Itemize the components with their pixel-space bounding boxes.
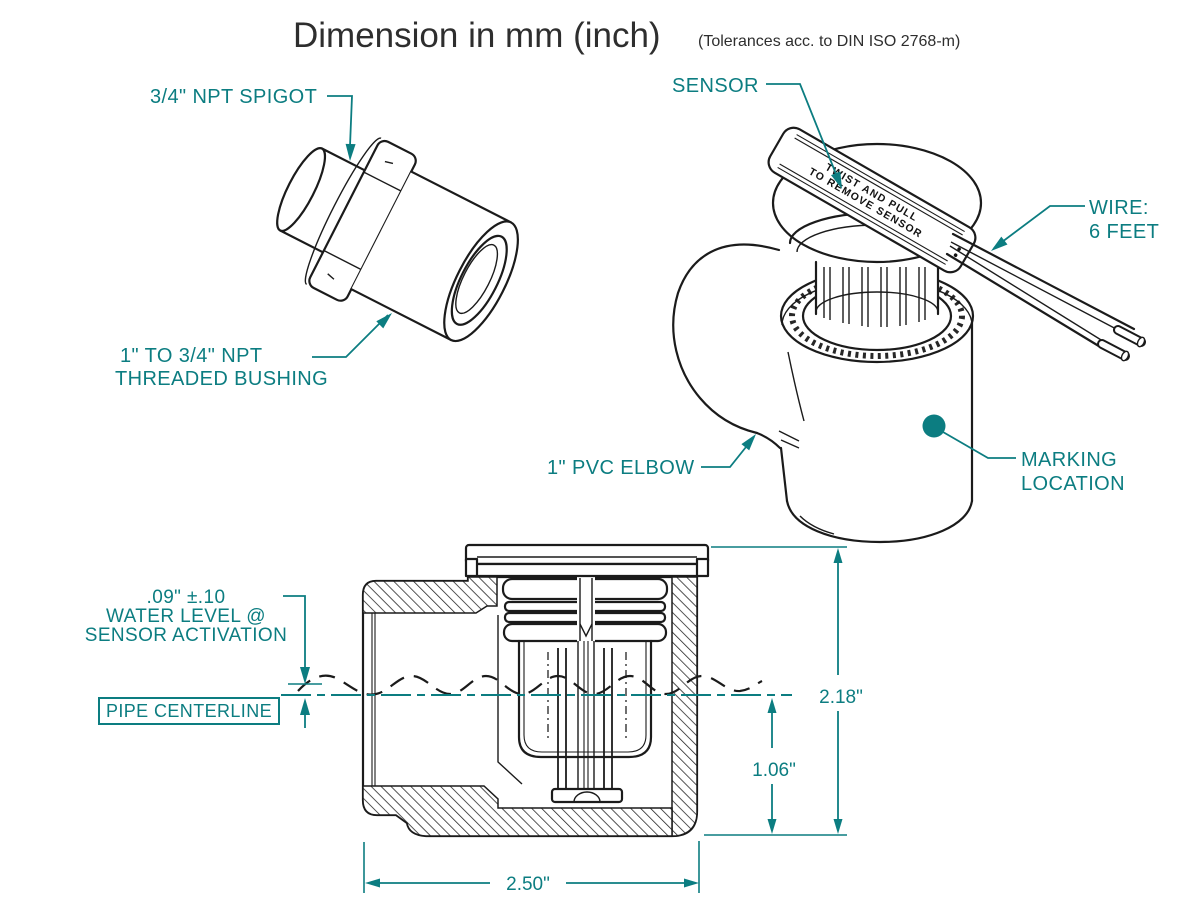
sensor-wire [945, 232, 1146, 362]
dim-width: 2.50" [506, 874, 550, 895]
rim-engraving-ring [789, 273, 965, 359]
assembly-view: TWIST AND PULL TO REMOVE SENSOR SENSOR W… [547, 75, 1159, 544]
socket-opening [450, 234, 508, 326]
marking-dot [922, 414, 946, 438]
dim-centerline-height: 1.06" [752, 760, 796, 781]
arrowhead-bushing [376, 309, 396, 329]
label-spigot: 3/4" NPT SPIGOT [150, 86, 317, 108]
sensor-electrodes [557, 648, 613, 789]
sensor-base-plate [550, 787, 624, 804]
leader-bushing [312, 314, 389, 358]
wall-hatch-bottom [362, 785, 673, 837]
pipe-centerline-box [98, 697, 280, 725]
page-title: Dimension in mm (inch) [293, 16, 661, 55]
label-marking-1: MARKING [1021, 449, 1117, 471]
leader-wire [993, 205, 1085, 249]
label-pipe-centerline: PIPE CENTERLINE [106, 701, 272, 721]
outlet-tick-marks [778, 430, 800, 449]
collar-bottom-arc [815, 291, 939, 313]
section-view: PIPE CENTERLINE .09" ±.10 WATER LEVEL @ … [85, 543, 863, 895]
wall-hatch-right [671, 576, 698, 837]
elbow-bend-outline [672, 243, 781, 435]
label-marking-2: LOCATION [1021, 473, 1125, 495]
title-block: Dimension in mm (inch) (Tolerances acc. … [293, 16, 960, 55]
dim-total-height: 2.18" [819, 687, 863, 708]
collar-ribs [823, 267, 926, 327]
leader-water-level [283, 595, 306, 673]
bushing-view: 3/4" NPT SPIGOT 1" TO 3/4" NPT THREADED … [115, 86, 519, 390]
elbow-bottom-arc [785, 499, 974, 544]
sensor-section [501, 577, 669, 804]
label-water-level-2: WATER LEVEL @ [106, 606, 266, 627]
tolerance-note: (Tolerances acc. to DIN ISO 2768-m) [698, 33, 960, 50]
arrowhead-spigot [345, 143, 356, 162]
spigot-end-ellipse [276, 147, 327, 233]
sensor-cup [517, 639, 653, 759]
dimensions: 2.18" 1.06" 2.50" [363, 546, 863, 895]
label-bushing-2: THREADED BUSHING [115, 368, 328, 390]
bushing-drawing [276, 137, 519, 343]
leader-spigot [327, 95, 353, 147]
wall-hatch-top [362, 576, 498, 614]
cap-flange-section [464, 543, 710, 578]
label-bushing-1: 1" TO 3/4" NPT [120, 345, 262, 367]
label-water-level-3: SENSOR ACTIVATION [85, 625, 287, 646]
hex-nut-band [308, 139, 417, 302]
hex-back-edge [304, 137, 382, 285]
label-elbow: 1" PVC ELBOW [547, 457, 695, 479]
water-level-wave [297, 674, 763, 696]
leader-sensor [766, 83, 841, 185]
label-sensor: SENSOR [672, 75, 759, 97]
elbow-crease [787, 351, 805, 422]
leader-marking [942, 431, 1016, 459]
sensor-collar [816, 262, 938, 320]
socket-depth [455, 243, 499, 315]
label-wire-2: 6 FEET [1089, 221, 1159, 243]
elbow-outlet-mouth [755, 431, 782, 450]
label-wire-1: WIRE: [1089, 197, 1149, 219]
label-water-level-1: .09" ±.10 [147, 587, 226, 608]
